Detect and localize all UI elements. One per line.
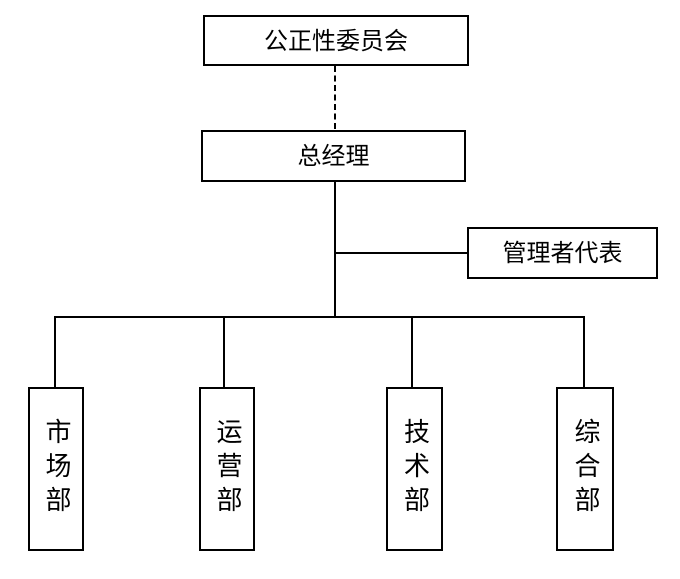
main-vertical-connector (334, 182, 336, 317)
general-manager-box: 总经理 (201, 130, 466, 182)
committee-box: 公正性委员会 (203, 15, 469, 66)
committee-dashed-connector (334, 66, 336, 129)
committee-label: 公正性委员会 (264, 26, 408, 55)
operations-department-label: 运营部 (212, 418, 242, 520)
representative-connector (335, 252, 468, 254)
general-department-connector (583, 316, 585, 388)
management-representative-box: 管理者代表 (467, 227, 658, 279)
market-department-label: 市场部 (41, 418, 71, 520)
market-department-box: 市场部 (28, 387, 84, 551)
department-horizontal-connector (54, 316, 585, 318)
general-department-box: 综合部 (556, 387, 614, 551)
market-department-connector (54, 316, 56, 388)
general-manager-label: 总经理 (297, 142, 370, 170)
general-department-label: 综合部 (570, 418, 600, 520)
technical-department-connector (411, 316, 413, 388)
management-representative-label: 管理者代表 (502, 239, 623, 267)
operations-department-box: 运营部 (199, 387, 255, 551)
technical-department-label: 技术部 (399, 418, 430, 520)
technical-department-box: 技术部 (386, 387, 443, 551)
operations-department-connector (223, 316, 225, 388)
